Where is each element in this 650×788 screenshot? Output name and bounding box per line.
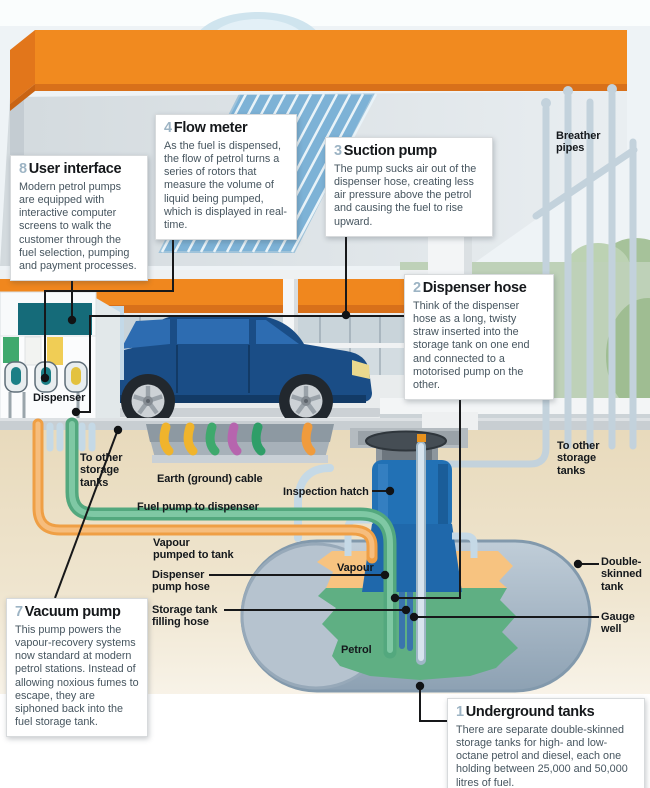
manhole-cover (350, 428, 468, 452)
callout-body: Modern petrol pumps are equipped with in… (19, 180, 137, 272)
label-vapour-pumped-to-tank: Vapour pumped to tank (153, 537, 234, 562)
label-vapour: Vapour (337, 562, 374, 574)
label-earth-ground-cable: Earth (ground) cable (157, 473, 263, 485)
car-wheel-rear (121, 374, 175, 428)
callout-dots (40, 310, 583, 691)
earth-cable-tray (146, 422, 334, 463)
callout-title-text: User interface (28, 161, 122, 177)
callout-body: The pump sucks air out of the dispenser … (334, 162, 477, 228)
label-dispenser: Dispenser (33, 392, 86, 404)
label-inspection-hatch: Inspection hatch (283, 486, 369, 498)
pointer-underground-tanks (419, 688, 447, 722)
label-storage-tank-filling-hose: Storage tank filling hose (152, 604, 218, 629)
conduit-elbow (294, 464, 334, 542)
callout-title-text: Vacuum pump (24, 604, 121, 620)
callout-body: There are separate double-skinned storag… (456, 723, 628, 788)
car-wheel-front (279, 374, 333, 428)
headlight (352, 360, 370, 379)
fuel-dispenser (0, 291, 124, 426)
callout-title-text: Underground tanks (465, 704, 595, 720)
callout-body: Think of the dispenser hose as a long, t… (413, 299, 530, 391)
gauge-well-pipe (416, 434, 426, 665)
vapour-pipe-orange (32, 418, 378, 564)
callout-body: As the fuel is dispensed, the flow of pe… (164, 139, 288, 231)
gauge-well-cap (417, 434, 426, 442)
pointer-dispenser-hose-b (397, 371, 461, 599)
fuel-pipe-green (65, 417, 397, 659)
dispenser-screen (18, 303, 92, 335)
callout-title-text: Suction pump (343, 143, 437, 159)
callout-title-text: Flow meter (173, 120, 248, 136)
pointer-dispenser-hose-a (78, 315, 404, 413)
callout-pointers (44, 219, 599, 722)
pointer-flow-meter (44, 224, 174, 376)
label-gauge-well: Gauge well (601, 611, 635, 636)
earth-cables (159, 422, 316, 456)
label-fuel-pump-to-dispenser: Fuel pump to dispenser (137, 501, 259, 513)
label-breather-pipes: Breather pipes (556, 130, 601, 155)
pipe-to-inspection-chamber (436, 426, 550, 468)
car (92, 315, 382, 428)
pointer-vacuum-pump (54, 431, 118, 599)
callout-number: 3 (334, 143, 342, 159)
callout-number: 1 (456, 704, 464, 720)
callout-number: 8 (19, 161, 27, 177)
pipes-to-other-tanks-left (46, 422, 96, 452)
label-double-skinned-tank: Double- skinned tank (601, 556, 642, 593)
label-to-other-tanks-right: To other storage tanks (557, 440, 600, 477)
callout-body: This pump powers the vapour-recovery sys… (15, 623, 139, 729)
label-petrol: Petrol (341, 644, 372, 656)
label-to-other-tanks-left: To other storage tanks (80, 452, 123, 489)
callout-title-text: Dispenser hose (422, 280, 527, 296)
breather-pipe-caps (541, 84, 617, 108)
callout-number: 2 (413, 280, 421, 296)
callout-number: 7 (15, 604, 23, 620)
callout-number: 4 (164, 120, 172, 136)
label-dispenser-pump-hose: Dispenser pump hose (152, 569, 210, 594)
